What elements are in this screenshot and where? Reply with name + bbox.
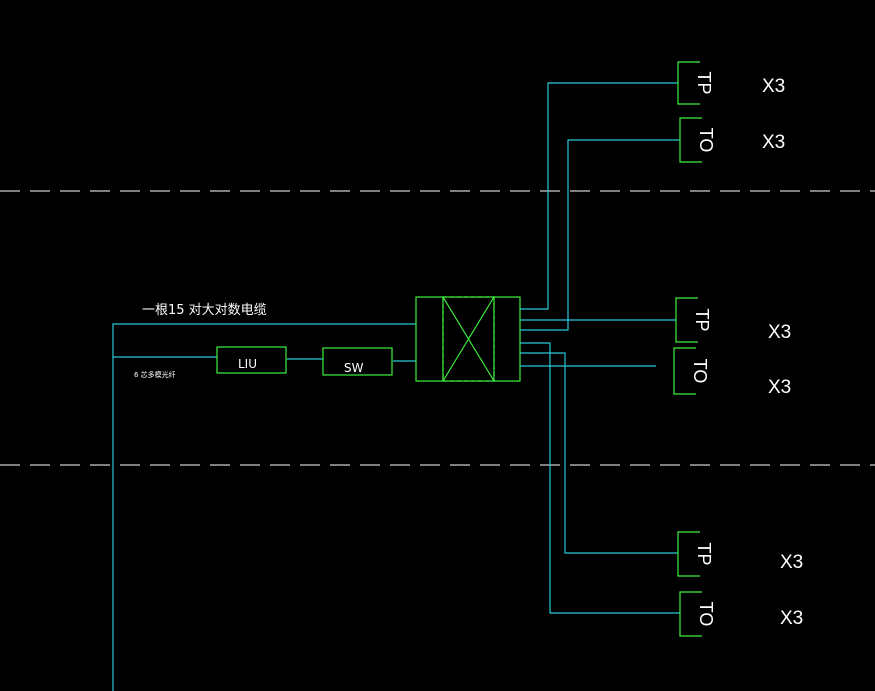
outlet-bracket [679, 591, 702, 637]
outlet-count-label: X3 [768, 322, 791, 343]
outlet-tp-5: TP X3 [677, 531, 803, 577]
outlet-count-label: X3 [768, 377, 791, 398]
fiber-label: 6 芯多模光纤 [134, 370, 176, 379]
distribution-frame [415, 296, 521, 382]
outlet-count-label: X3 [762, 76, 785, 97]
cable-label: 一根15 对大对数电缆 [142, 302, 267, 318]
outlet-type-label: TP [694, 542, 714, 565]
outlet-type-label: TO [696, 602, 716, 627]
riser-cables [112, 323, 416, 691]
outlet-type-label: TP [694, 71, 714, 94]
outlet-to-4: TO X3 [673, 347, 791, 398]
outlet-to-6: TO X3 [679, 591, 803, 637]
outlet-count-label: X3 [762, 132, 785, 153]
horizontal-cables [520, 82, 680, 614]
sw-label: SW [344, 361, 364, 375]
sw-box: SW [322, 347, 393, 376]
outlet-count-label: X3 [780, 552, 803, 573]
outlet-bracket [675, 297, 698, 343]
outlet-bracket [677, 61, 700, 105]
outlet-bracket [679, 117, 702, 163]
outlet-bracket [677, 531, 700, 577]
outlet-count-label: X3 [780, 608, 803, 629]
outlet-bracket [673, 347, 696, 395]
liu-box: LIU [216, 346, 287, 374]
outlet-to-2: TO X3 [679, 117, 785, 163]
outlet-tp-1: TP X3 [677, 61, 785, 105]
liu-label: LIU [238, 357, 257, 371]
outlet-type-label: TO [690, 359, 710, 384]
outlet-tp-3: TP X3 [675, 297, 791, 343]
outlet-type-label: TP [692, 308, 712, 331]
outlet-type-label: TO [696, 128, 716, 153]
